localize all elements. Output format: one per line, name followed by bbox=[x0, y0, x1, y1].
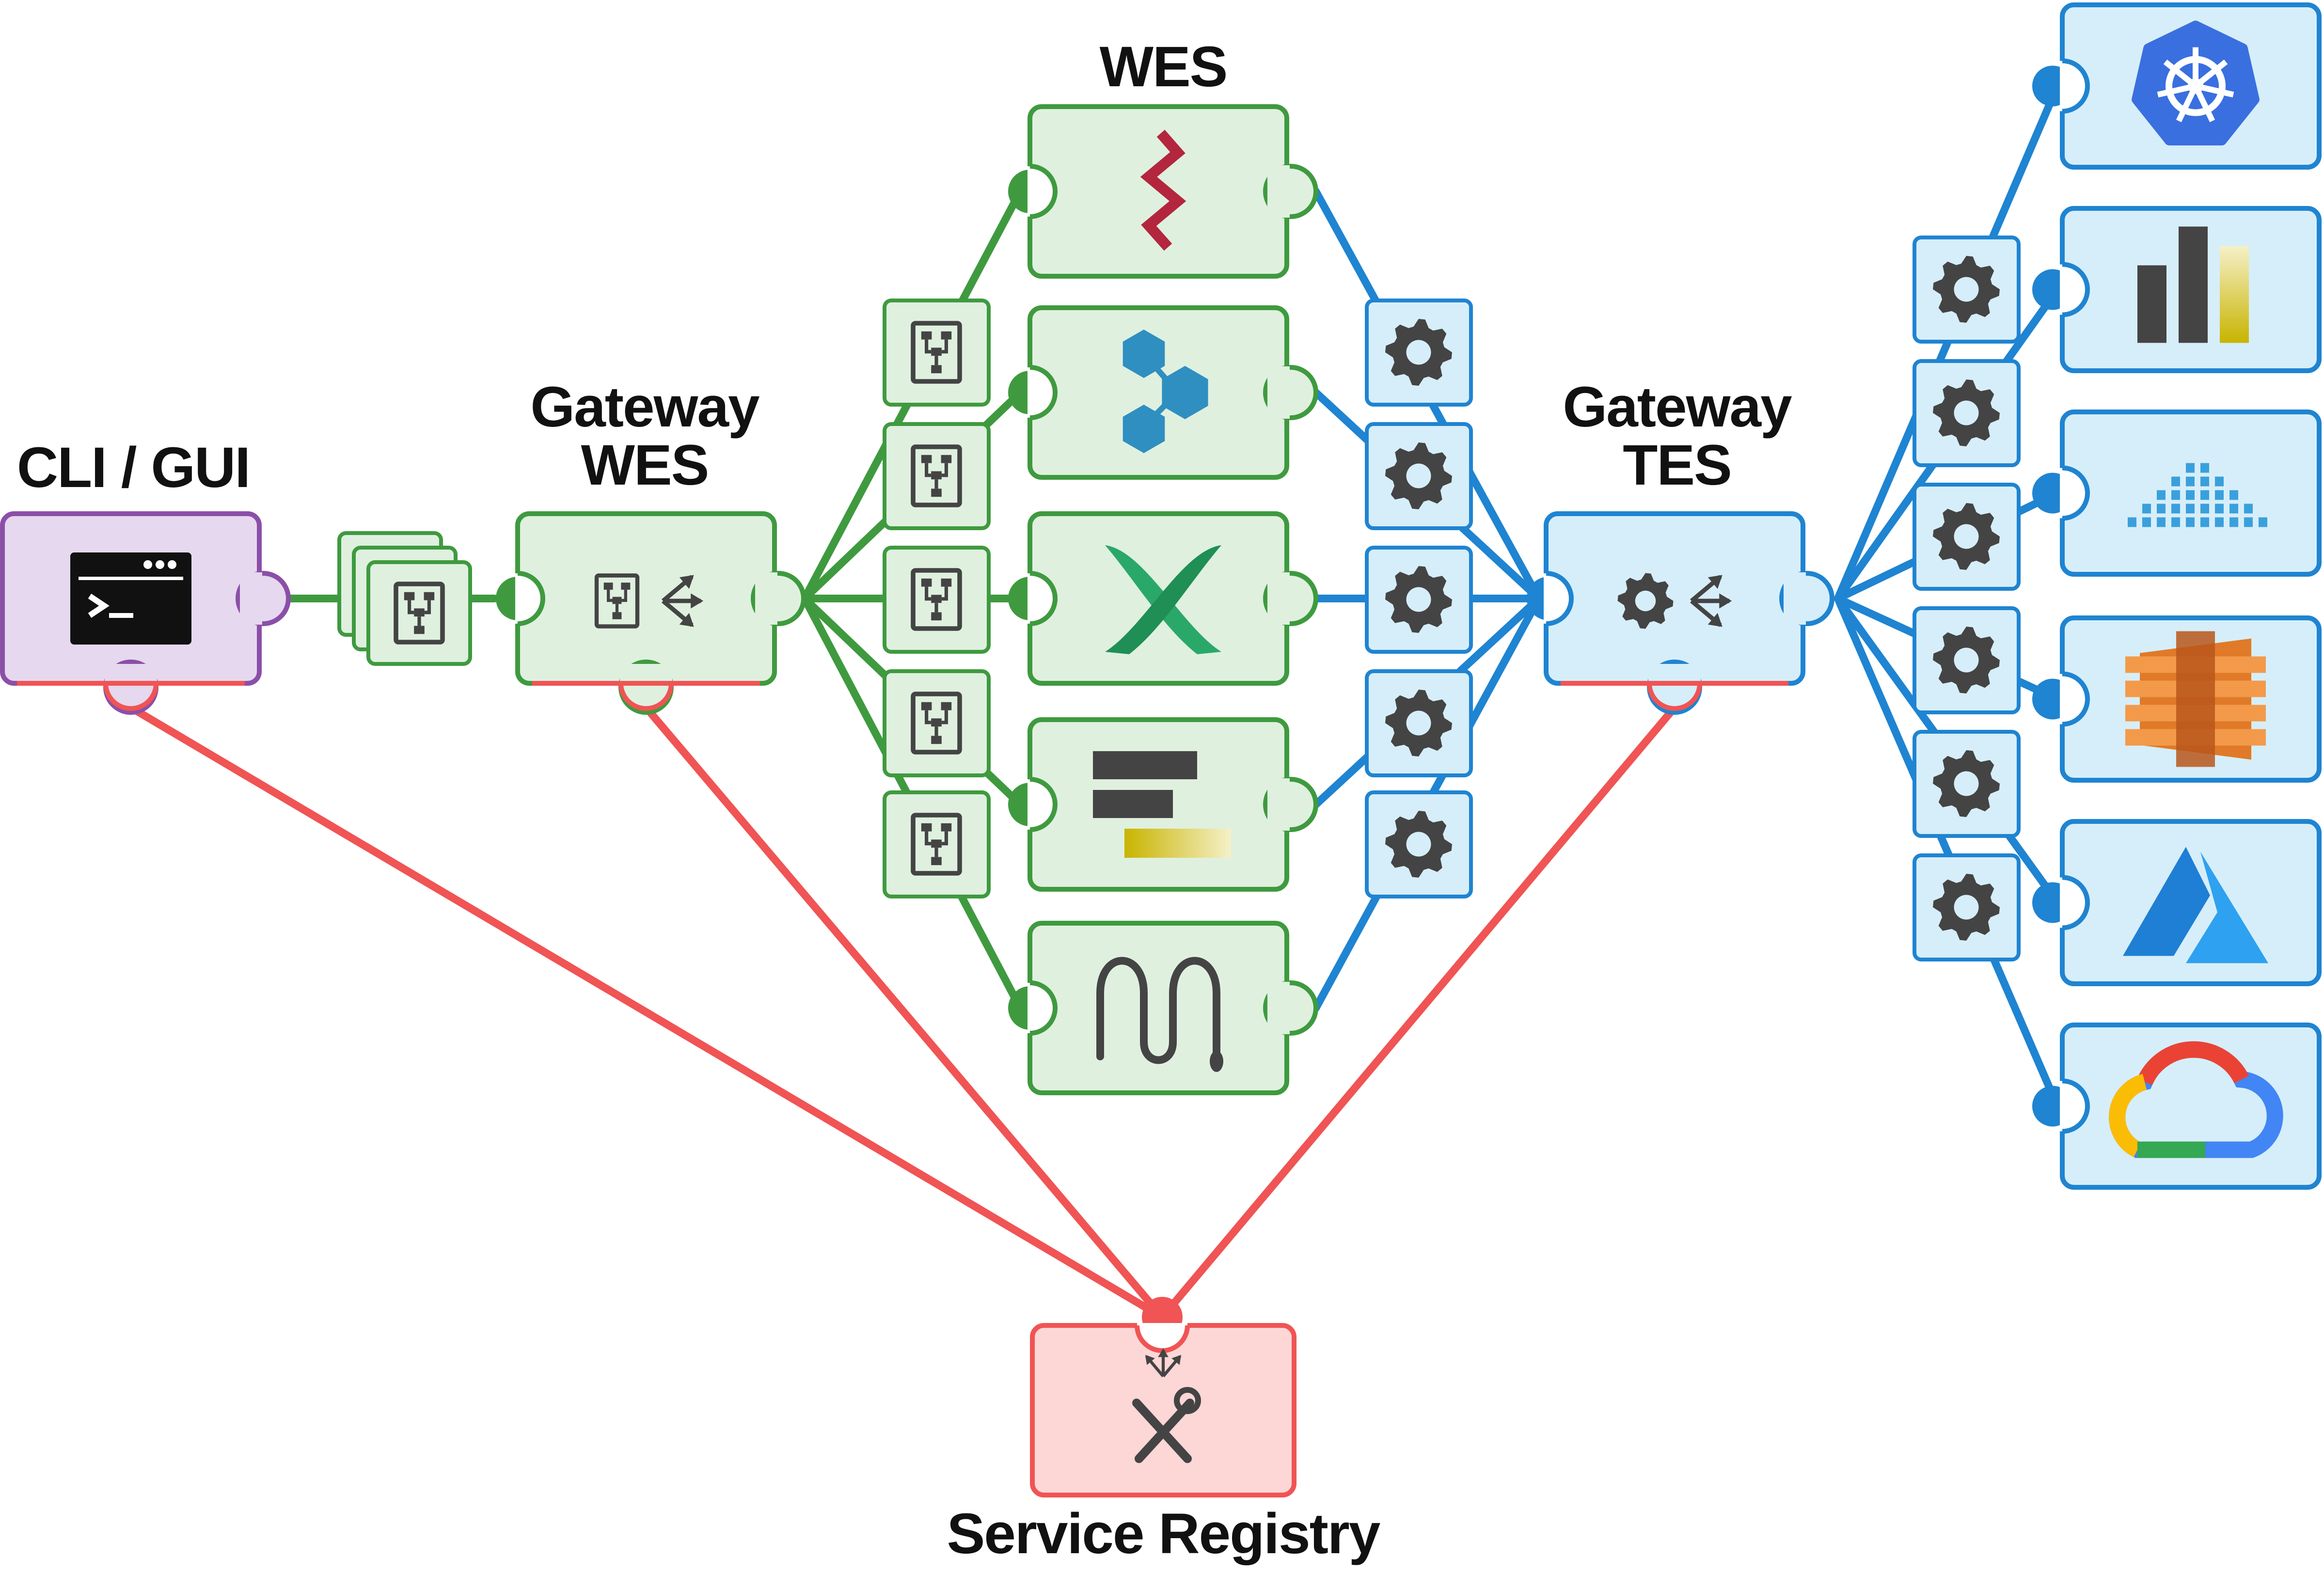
backend-task-token bbox=[1913, 359, 2021, 467]
wes-engine-node bbox=[1028, 104, 1318, 279]
workflow-document-icon bbox=[911, 321, 962, 384]
task-token bbox=[1365, 669, 1473, 777]
task-token bbox=[1365, 546, 1473, 654]
gateway-tes-node bbox=[1544, 511, 1834, 715]
gear-icon bbox=[1933, 627, 2000, 693]
google-cloud-logo bbox=[2109, 1041, 2283, 1158]
backend-task-token bbox=[1913, 483, 2021, 591]
gear-icon bbox=[1385, 319, 1452, 386]
gear-icon bbox=[1933, 874, 2000, 941]
kubernetes-helm-logo bbox=[2132, 20, 2260, 146]
azure-a-logo bbox=[2123, 847, 2268, 963]
tokens bbox=[337, 236, 2021, 961]
wes-engine-node bbox=[1028, 921, 1318, 1095]
red-zigzag-logo bbox=[1140, 129, 1186, 251]
tools-distribute-icon bbox=[1132, 1348, 1201, 1463]
gateway-wes-label-line1: Gateway bbox=[530, 375, 759, 439]
backend-task-token bbox=[1913, 730, 2021, 838]
gateway-wes-label: Gateway WES bbox=[499, 378, 790, 495]
gateway-wes-label-line2: WES bbox=[581, 433, 710, 498]
workflow-token bbox=[883, 669, 991, 777]
cli-gui-node bbox=[0, 511, 291, 715]
task-token bbox=[1365, 422, 1473, 530]
backend-task-token bbox=[1913, 853, 2021, 961]
tes-backend-node bbox=[2060, 410, 2322, 577]
workflow-token bbox=[883, 790, 991, 898]
service-registry-label: Service Registry bbox=[947, 1502, 1381, 1566]
cli-gui-label: CLI / GUI bbox=[16, 436, 251, 500]
task-token bbox=[1365, 299, 1473, 407]
task-token bbox=[1365, 790, 1473, 898]
gear-icon bbox=[1933, 503, 2000, 570]
terminal-window-icon bbox=[70, 552, 191, 645]
wes-engine-node bbox=[1028, 305, 1318, 480]
workflow-document-icon bbox=[394, 582, 445, 645]
workflow-distribute-icon bbox=[594, 573, 704, 629]
link-gateway-tes-to-registry bbox=[1158, 704, 1678, 1321]
tes-backend-node bbox=[2060, 2, 2322, 170]
backend-task-token bbox=[1913, 236, 2021, 344]
gear-icon bbox=[1385, 811, 1452, 878]
workflow-document-icon bbox=[911, 692, 962, 755]
workflow-document-icon bbox=[911, 813, 962, 876]
green-crossed-arrows-logo bbox=[1105, 545, 1221, 654]
gray-yellow-bars-logo bbox=[1093, 751, 1231, 858]
workflow-token bbox=[366, 560, 472, 666]
gear-distribute-icon bbox=[1617, 573, 1732, 629]
gateway-tes-label-line2: TES bbox=[1623, 433, 1732, 498]
tes-backend-node bbox=[2060, 819, 2322, 986]
blue-dot-pyramid-logo bbox=[2128, 463, 2267, 527]
backend-task-token bbox=[1913, 606, 2021, 714]
service-registry-node bbox=[1030, 1323, 1296, 1497]
workflow-token bbox=[883, 546, 991, 654]
blue-hexagon-network-logo bbox=[1122, 330, 1208, 453]
nodes bbox=[0, 2, 2322, 1497]
workflow-token bbox=[883, 299, 991, 407]
gear-icon bbox=[1933, 750, 2000, 817]
gateway-tes-label-line1: Gateway bbox=[1563, 375, 1792, 439]
aws-orange-stack-logo bbox=[2125, 631, 2266, 767]
gateway-tes-label: Gateway TES bbox=[1532, 378, 1822, 495]
gear-icon bbox=[1385, 442, 1452, 509]
coiled-snake-logo bbox=[1096, 957, 1223, 1072]
tes-backend-node bbox=[2060, 206, 2322, 373]
workflow-document-icon bbox=[911, 568, 962, 631]
bar-chart-logo bbox=[2137, 226, 2249, 343]
gear-icon bbox=[1933, 379, 2000, 446]
gear-icon bbox=[1385, 566, 1452, 633]
link-gateway-tes-to-backend bbox=[1834, 595, 2061, 1110]
wes-label: WES bbox=[1099, 35, 1228, 99]
wes-engine-node bbox=[1028, 511, 1318, 686]
link-gateway-wes-to-registry bbox=[642, 704, 1166, 1321]
tes-backend-node bbox=[2060, 615, 2322, 783]
wes-engine-node bbox=[1028, 717, 1318, 892]
gear-icon bbox=[1933, 256, 2000, 323]
gateway-wes-node bbox=[515, 511, 806, 715]
gear-icon bbox=[1385, 690, 1452, 756]
workflow-token bbox=[883, 422, 991, 530]
workflow-document-icon bbox=[911, 444, 962, 507]
tes-backend-node bbox=[2060, 1023, 2322, 1190]
link-cli-to-registry bbox=[127, 704, 1166, 1321]
